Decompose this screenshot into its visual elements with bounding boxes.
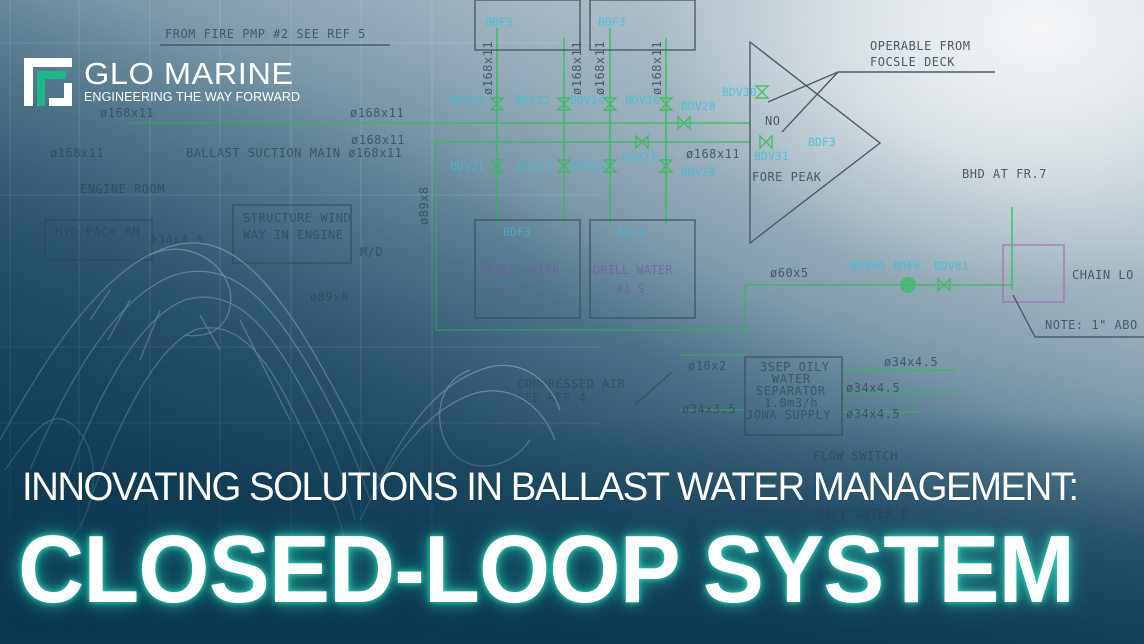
svg-text:ø168x11: ø168x11 [50, 146, 104, 160]
glo-marine-logo-icon [24, 58, 72, 106]
svg-text:BDV30: BDV30 [722, 85, 757, 99]
svg-text:COMPRESSED AIR: COMPRESSED AIR [517, 377, 625, 391]
svg-text:DRILL WATER: DRILL WATER [480, 263, 560, 277]
ballast-suction-main-label: BALLAST SUCTION MAIN ø168x11 [186, 146, 402, 160]
svg-text:ø168x11: ø168x11 [481, 41, 495, 95]
svg-text:BDV27: BDV27 [622, 150, 657, 164]
headline-subtitle: INNOVATING SOLUTIONS IN BALLAST WATER MA… [22, 465, 1079, 509]
svg-text:ø34x4.5: ø34x4.5 [846, 381, 900, 395]
svg-text:ø168x11: ø168x11 [570, 41, 584, 95]
svg-text:HYD PACK RM: HYD PACK RM [55, 225, 140, 239]
brand-name: GLO MARINE [84, 56, 294, 91]
svg-text:STRUCTURE WIND: STRUCTURE WIND [243, 211, 351, 225]
svg-text:M/D: M/D [360, 245, 383, 259]
svg-text:ø34x3.5: ø34x3.5 [682, 402, 736, 416]
svg-text:BDV21: BDV21 [450, 159, 485, 173]
svg-text:ø34x4.5: ø34x4.5 [884, 355, 938, 369]
fore-peak-label: FORE PEAK [752, 170, 822, 184]
svg-text:CHAIN LO: CHAIN LO [1072, 268, 1134, 282]
svg-text:NOTE: 1" ABO: NOTE: 1" ABO [1045, 318, 1138, 332]
fire-pump-label: FROM FIRE PMP #2 SEE REF 5 [165, 27, 366, 41]
svg-text:BDV29: BDV29 [681, 165, 716, 179]
svg-text:#1 S: #1 S [616, 282, 645, 296]
svg-text:ø60x5: ø60x5 [770, 266, 809, 280]
svg-text:ø168x11: ø168x11 [350, 106, 404, 120]
svg-text:BDF3: BDF3 [485, 15, 513, 29]
svg-text:ø34x4.5: ø34x4.5 [846, 407, 900, 421]
svg-text:#2 S: #2 S [503, 282, 532, 296]
svg-text:BDV24: BDV24 [570, 93, 605, 107]
svg-text:BDV22: BDV22 [515, 93, 550, 107]
svg-text:DRILL WATER: DRILL WATER [593, 263, 673, 277]
svg-text:ø168x11: ø168x11 [351, 133, 405, 147]
svg-text:ø168x11: ø168x11 [593, 41, 607, 95]
svg-text:FOCSLE DECK: FOCSLE DECK [870, 55, 955, 69]
svg-text:OPERABLE FROM: OPERABLE FROM [870, 39, 970, 53]
svg-text:ø89x8: ø89x8 [310, 290, 349, 304]
svg-text:BDF3: BDF3 [598, 15, 626, 29]
svg-text:ø168x11: ø168x11 [650, 41, 664, 95]
svg-text:ø89x8: ø89x8 [417, 186, 431, 225]
svg-text:FLOW SWITCH: FLOW SWITCH [813, 449, 898, 463]
svg-text:BDF3: BDF3 [617, 225, 645, 239]
svg-text:BDV25: BDV25 [570, 159, 605, 173]
svg-text:BDV80: BDV80 [850, 259, 885, 273]
svg-text:ø10x2: ø10x2 [688, 359, 727, 373]
svg-text:BDF3: BDF3 [503, 225, 531, 239]
svg-text:BDF6: BDF6 [893, 259, 921, 273]
brand-tagline: ENGINEERING THE WAY FORWARD [84, 90, 301, 104]
svg-text:ENGINE ROOM: ENGINE ROOM [80, 182, 165, 196]
svg-text:ø168x11: ø168x11 [100, 106, 154, 120]
svg-text:BDV20: BDV20 [450, 93, 485, 107]
headline-title: CLOSED-LOOP SYSTEM [18, 516, 1075, 623]
svg-text:BDV26: BDV26 [625, 93, 660, 107]
svg-text:ø168x11: ø168x11 [686, 147, 740, 161]
brand-logo: GLO MARINE ENGINEERING THE WAY FORWARD [24, 58, 300, 106]
svg-text:BDV23: BDV23 [517, 159, 552, 173]
svg-text:BDV81: BDV81 [934, 259, 969, 273]
svg-text:JOWA SUPPLY: JOWA SUPPLY [746, 408, 831, 422]
svg-text:BDV28: BDV28 [681, 99, 716, 113]
svg-text:BHD AT FR.7: BHD AT FR.7 [962, 167, 1047, 181]
svg-text:WAY IN ENGINE: WAY IN ENGINE [243, 228, 343, 242]
svg-text:NO: NO [765, 114, 780, 128]
